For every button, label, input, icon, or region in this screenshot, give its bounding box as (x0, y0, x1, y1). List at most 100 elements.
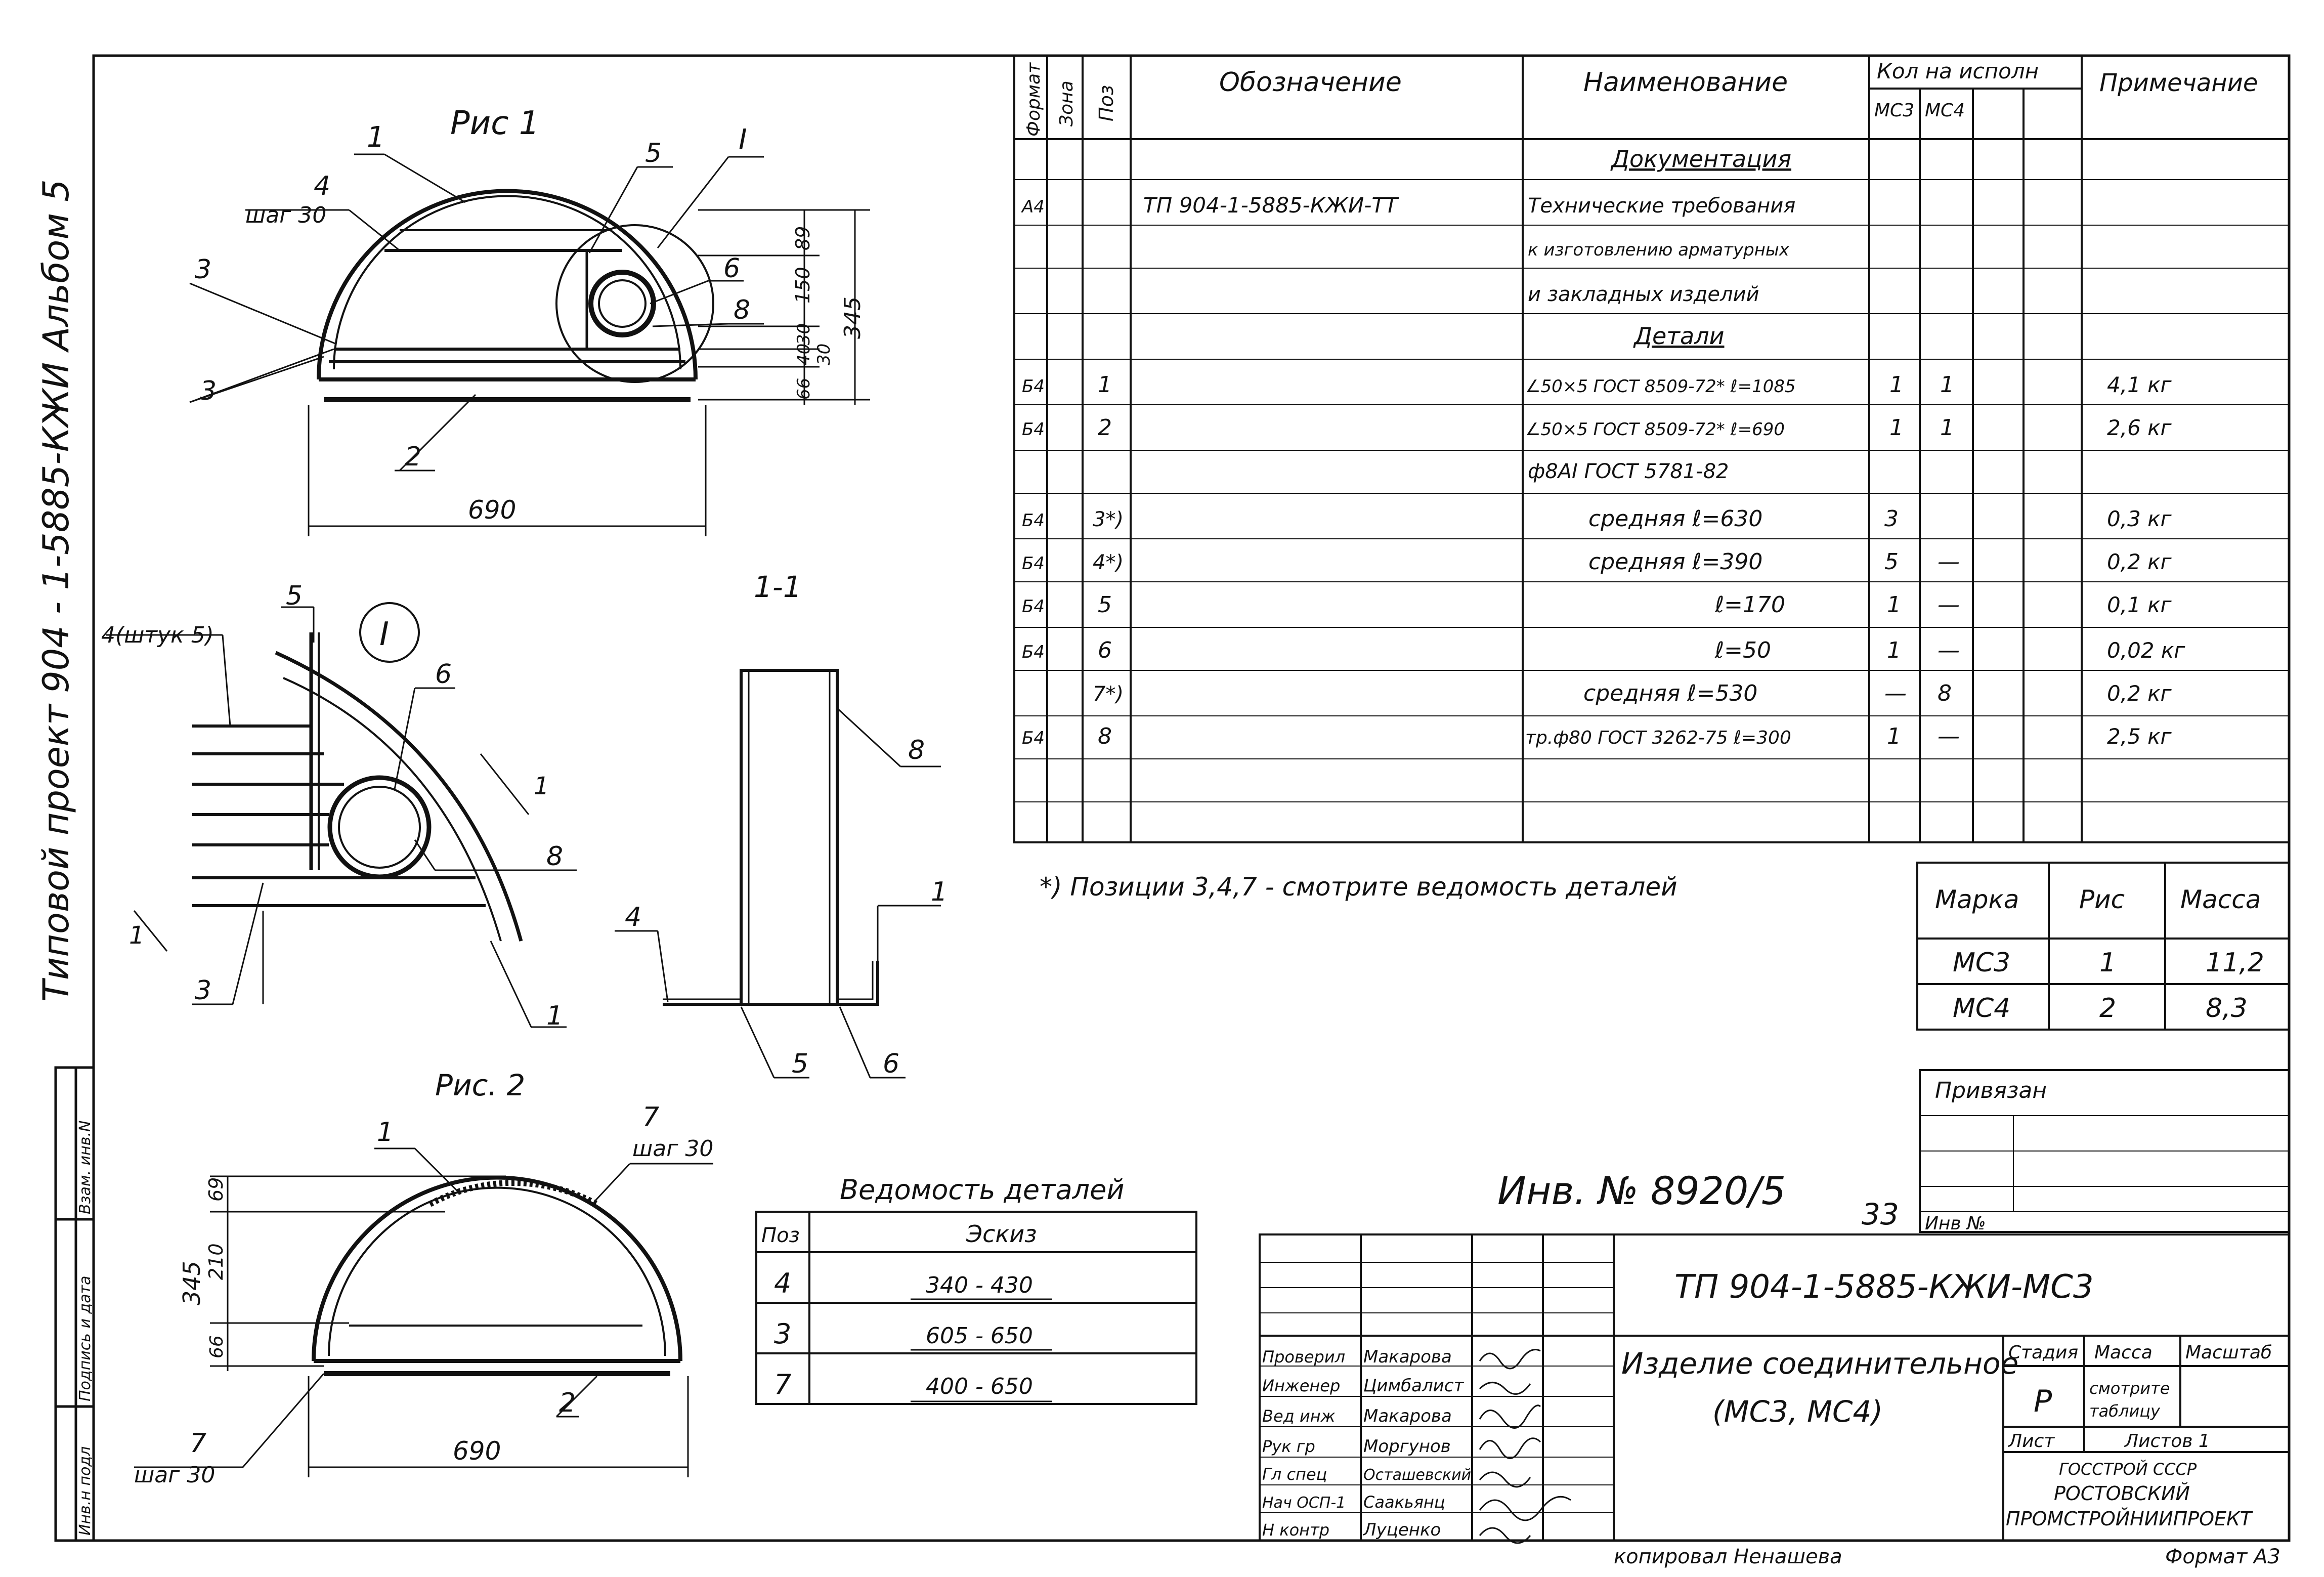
details-cell-pos: 4 (774, 1267, 791, 1299)
list-item: Нач ОСП-1 Саакьянц (1262, 1493, 1445, 1512)
role-label: Гл спец (1262, 1465, 1327, 1484)
table-row: МС3 1 11,2 (1953, 948, 2264, 978)
details-cell-sketch: 605 - 650 (926, 1323, 1033, 1349)
title-item-name-1: Изделие соединительное (1621, 1346, 2018, 1381)
details-cell-sketch: 340 - 430 (926, 1272, 1033, 1298)
spec-cell-note: 0,2 кг (2107, 549, 2172, 574)
spec-cell-pos: 2 (1098, 415, 1112, 441)
title-mass-1: смотрите (2089, 1379, 2170, 1398)
spec-cell-name: средняя ℓ=390 (1588, 549, 1762, 575)
spec-cell-name: к изготовлению арматурных (1528, 240, 1790, 260)
section-title: 1-1 (754, 570, 802, 604)
role-label: Проверил (1262, 1347, 1345, 1367)
binding-label: Привязан (1935, 1078, 2047, 1103)
spec-cell-note: 0,2 кг (2107, 681, 2172, 706)
section-label-8: 8 (908, 735, 925, 765)
fig1-arc-outer (317, 189, 698, 380)
spec-cell-format: Б4 (1022, 419, 1045, 440)
role-name: Моргунов (1363, 1436, 1451, 1457)
spec-cell-mc4: 1 (1940, 372, 1954, 398)
fig1-label-1: 1 (367, 121, 385, 154)
spec-header-note: Примечание (2099, 69, 2258, 97)
spec-cell-mc3: — (1884, 680, 1907, 706)
table-row: Б4 8 тр.ф80 ГОСТ 3262-75 ℓ=300 1 — 2,5 к… (1022, 723, 2172, 749)
figure-2: Рис. 2 1 7 шаг 3 (134, 1068, 713, 1488)
fig2-dim-69: 69 (205, 1177, 227, 1202)
table-row: 7 400 - 650 (774, 1369, 1033, 1400)
spec-cell-name: ф8АI ГОСТ 5781-82 (1528, 460, 1729, 483)
detail-label-4: 4(штук 5) (101, 622, 214, 648)
fig2-step-b: шаг 30 (134, 1462, 215, 1488)
table-row: Б4 1 ∠50×5 ГОСТ 8509-72* ℓ=1085 1 1 4,1 … (1022, 372, 2172, 398)
title-mass-label: Масса (2094, 1342, 2153, 1363)
detail-cut-1a: 1 (534, 772, 549, 800)
spec-cell-name: ∠50×5 ГОСТ 8509-72* ℓ=1085 (1525, 376, 1796, 397)
detail-label-5: 5 (286, 581, 303, 611)
spec-cell-mc4: 8 (1938, 680, 1952, 706)
table-row: и закладных изделий (1528, 283, 1759, 306)
sheet-number: 33 (1862, 1197, 1899, 1231)
spec-header-format: Формат (1023, 62, 1044, 137)
mass-cell-mass: 8,3 (2206, 993, 2248, 1024)
spec-cell-pos: 5 (1098, 592, 1112, 618)
table-row: Детали (1633, 322, 1725, 350)
fig1-label-zone-I: I (739, 123, 747, 156)
spec-cell-name: средняя ℓ=530 (1583, 680, 1757, 706)
fig1-label-8: 8 (734, 295, 750, 325)
fig2-dim-66: 66 (206, 1335, 227, 1358)
fig1-dim-89: 89 (792, 226, 814, 250)
role-label: Вед инж (1262, 1406, 1336, 1426)
spec-header-pos: Поз (1095, 85, 1117, 121)
role-label: Инженер (1262, 1376, 1340, 1395)
section-label-5: 5 (792, 1049, 808, 1079)
details-list: Ведомость деталей Поз Эскиз 4 340 - 430 … (755, 1174, 1197, 1405)
spec-cell-pos: 4*) (1093, 551, 1124, 574)
details-cell-pos: 3 (774, 1318, 791, 1350)
title-scale-label: Масштаб (2185, 1342, 2272, 1363)
spec-cell-format: А4 (1021, 197, 1045, 217)
spec-cell-designation: ТП 904-1-5885-КЖИ-ТТ (1143, 193, 1399, 218)
signatures (1479, 1349, 1571, 1544)
mass-cell-mark: МС3 (1953, 948, 2010, 978)
spec-cell-name: ℓ=170 (1714, 592, 1785, 618)
role-name: Луценко (1362, 1520, 1441, 1540)
details-cell-pos: 7 (774, 1369, 791, 1400)
spec-table: Формат Зона Поз Обозначение Наименование… (1013, 55, 2290, 843)
title-roles: Проверил Макарова Инженер Цимбалист Вед … (1262, 1347, 1471, 1540)
spec-header-mc3: МС3 (1874, 100, 1914, 121)
spec-cell-pos: 1 (1098, 372, 1112, 398)
fig1-zone-circle (555, 224, 714, 383)
spec-cell-name: средняя ℓ=630 (1588, 506, 1762, 532)
fig1-dim-width: 690 (468, 495, 516, 525)
role-name: Макарова (1363, 1347, 1452, 1367)
sheet-frame (54, 54, 2291, 1542)
fig1-label-3a: 3 (195, 254, 211, 285)
role-name: Цимбалист (1363, 1376, 1464, 1396)
mass-cell-mass: 11,2 (2206, 948, 2264, 978)
spec-cell-note: 4,1 кг (2107, 372, 2172, 397)
detail-arc-outer (275, 651, 523, 942)
details-cell-sketch: 400 - 650 (926, 1374, 1033, 1399)
spec-cell-note: 2,6 кг (2107, 415, 2172, 440)
table-row: Б4 6 ℓ=50 1 — 0,02 кг (1022, 637, 2185, 663)
spec-cell-name: Технические требования (1528, 194, 1795, 218)
table-row: Б4 5 ℓ=170 1 — 0,1 кг (1022, 592, 2172, 618)
table-row: Б4 4*) средняя ℓ=390 5 — 0,2 кг (1022, 549, 2172, 575)
title-org-3: ПРОМСТРОЙНИИПРОЕКТ (2006, 1508, 2253, 1530)
fig2-label-1: 1 (377, 1117, 394, 1147)
binding-inv-label: Инв № (1925, 1213, 1986, 1234)
fig1-dim-40: 40 (794, 344, 814, 365)
list-item: Гл спец Осташевский (1262, 1465, 1471, 1484)
section-1-1: 1-1 8 1 4 5 6 (615, 570, 948, 1079)
list-item: Вед инж Макарова (1262, 1406, 1452, 1426)
fig1-dim-150: 150 (792, 267, 814, 304)
mass-table: Марка Рис Масса МС3 1 11,2 МС4 2 8,3 (1916, 862, 2290, 1031)
mass-cell-fig: 1 (2099, 948, 2116, 978)
spec-cell-pos: 6 (1098, 637, 1112, 663)
fig2-dim-width: 690 (453, 1436, 501, 1466)
mass-cell-mark: МС4 (1953, 993, 2010, 1024)
copied-by: копировал Ненашева (1614, 1545, 1842, 1568)
spec-header-designation: Обозначение (1219, 67, 1402, 98)
list-item: Инженер Цимбалист (1262, 1376, 1464, 1396)
spec-header-qty: Кол на исполн (1877, 59, 2039, 83)
